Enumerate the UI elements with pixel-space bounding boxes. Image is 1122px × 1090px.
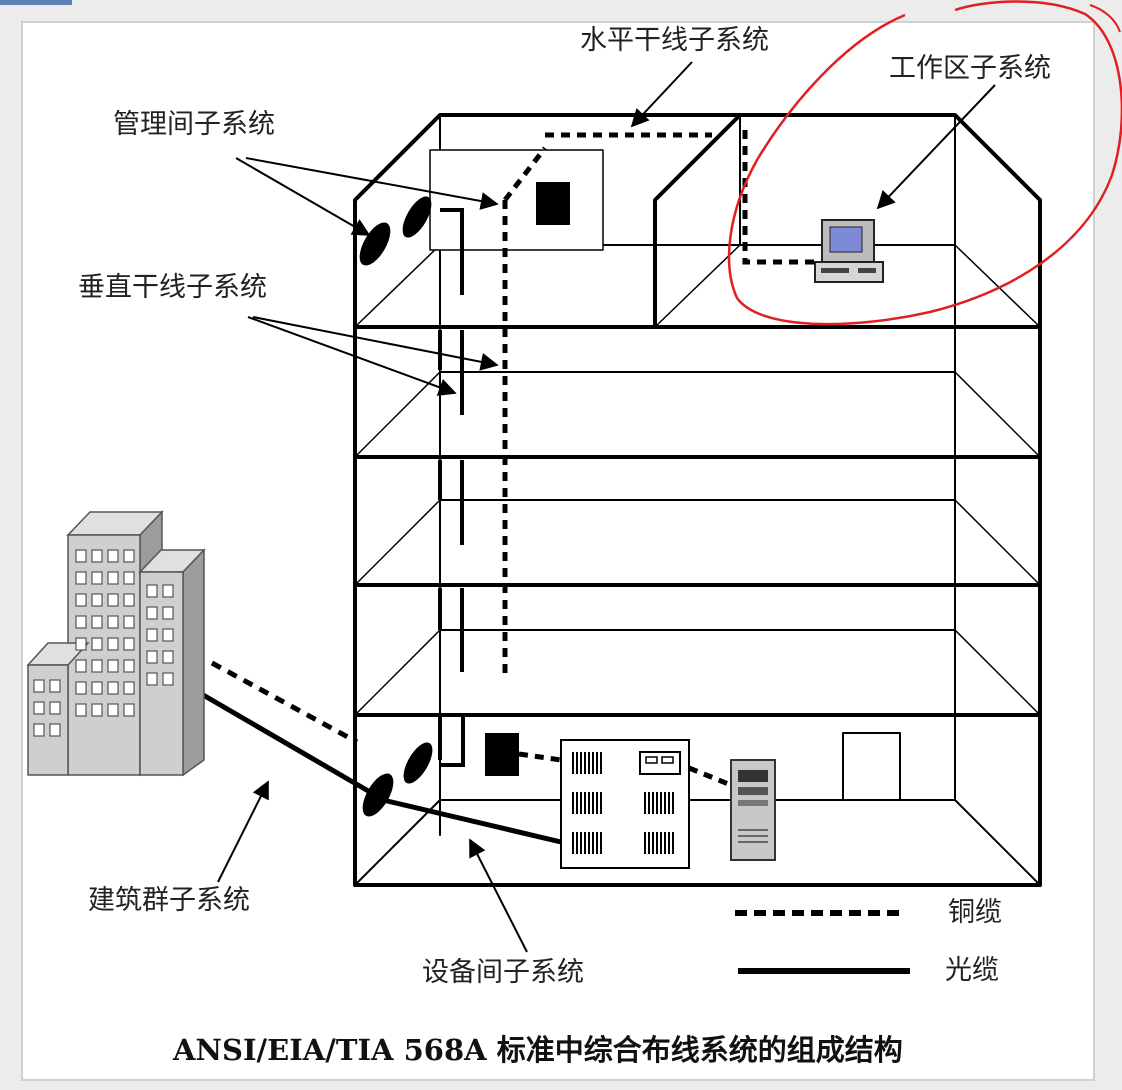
red-circle-annotation [727,0,1122,326]
label-campus-subsystem: 建筑群子系统 [88,885,250,916]
equipment-room-panel [485,733,519,776]
wall-outlets-top [359,196,432,266]
label-equipment-room-subsystem: 设备间子系统 [422,957,584,988]
label-work-area-subsystem: 工作区子系统 [889,53,1051,84]
computer-icon [814,219,884,283]
red-stroke-tail [1089,4,1121,33]
campus-cables [196,660,372,795]
campus-building-icon [26,510,206,777]
distribution-rack [560,739,690,869]
fiber-risers [438,208,465,767]
legend-copper-label: 铜缆 [948,897,1002,928]
server-icon [730,759,776,861]
leader-arrows [217,61,996,953]
building [353,113,1042,887]
label-horizontal-subsystem: 水平干线子系统 [580,25,769,56]
ground-floor-cables [382,751,732,845]
telecom-room-panel [536,182,570,225]
copper-backbone [502,130,815,675]
label-backbone-subsystem: 垂直干线子系统 [78,272,267,303]
window-tab[interactable] [0,0,72,5]
label-telecom-room-subsystem: 管理间子系统 [113,109,275,140]
figure-caption: ANSI/EIA/TIA 568A 标准中综合布线系统的组成结构 [173,1033,903,1067]
legend-fiber-label: 光缆 [945,955,999,986]
wall-outlets-ground [362,742,433,817]
